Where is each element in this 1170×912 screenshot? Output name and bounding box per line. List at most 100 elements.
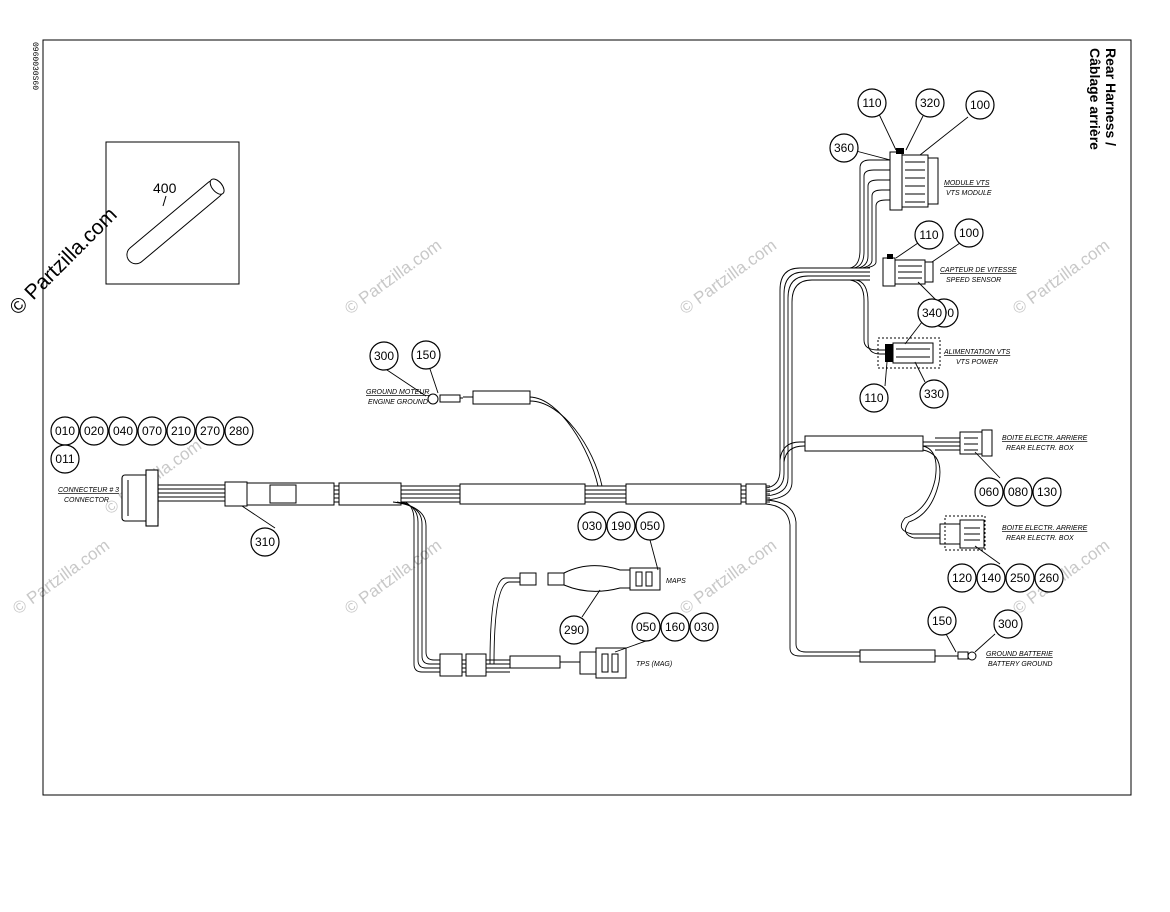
right-branch — [765, 159, 977, 663]
callout-210: 210 — [166, 416, 196, 446]
callout-190: 190 — [606, 511, 636, 541]
tps-sleeve — [509, 655, 561, 669]
svg-text:260: 260 — [1039, 571, 1059, 585]
callout-300-battery: 300 — [993, 609, 1023, 639]
watermark-1: © Partzilla.com — [341, 236, 445, 319]
svg-text:120: 120 — [952, 571, 972, 585]
connector-3 — [121, 469, 159, 527]
vts-power-connector — [877, 337, 941, 369]
svg-text:110: 110 — [864, 391, 883, 405]
svg-text:360: 360 — [834, 141, 854, 155]
svg-text:130: 130 — [1037, 485, 1057, 499]
svg-text:010: 010 — [55, 424, 75, 438]
callout-030-tps: 030 — [689, 612, 719, 642]
callout-050-tps: 050 — [631, 612, 661, 642]
callout-140: 140 — [976, 563, 1006, 593]
label-vts-power-en: VTS POWER — [956, 359, 998, 366]
label-engine-ground-en: ENGINE GROUND — [368, 399, 428, 406]
callout-110-speed: 110 — [914, 220, 944, 250]
callout-070: 070 — [137, 416, 167, 446]
label-engine-ground-fr: GROUND MOTEUR — [366, 389, 429, 396]
svg-text:330: 330 — [924, 387, 944, 401]
trunk-sleeve-3 — [459, 483, 586, 505]
svg-text:040: 040 — [113, 424, 133, 438]
callout-130: 130 — [1032, 477, 1062, 507]
svg-text:080: 080 — [1008, 485, 1028, 499]
label-rear-box-1-fr: BOITE ELECTR. ARRIERE — [1002, 435, 1088, 442]
callout-160: 160 — [660, 612, 690, 642]
callout-011: 011 — [50, 444, 80, 474]
title-line-2: Câblage arrière — [1087, 48, 1103, 150]
callout-100-speed: 100 — [954, 218, 984, 248]
svg-text:160: 160 — [665, 620, 685, 634]
rear-box-sleeve — [804, 435, 924, 452]
watermark-2: © Partzilla.com — [676, 236, 780, 319]
vts-module-connectors — [889, 148, 939, 211]
title-line-1: Rear Harness / — [1103, 48, 1119, 146]
callout-030-maps: 030 — [577, 511, 607, 541]
svg-text:030: 030 — [582, 519, 602, 533]
watermark-5: © Partzilla.com — [676, 536, 780, 619]
callout-320: 320 — [915, 88, 945, 118]
label-rear-box-1-en: REAR ELECTR. BOX — [1006, 445, 1074, 452]
clip-310 — [224, 481, 248, 507]
callouts: 010 020 040 070 210 270 280 011 310 300 … — [50, 88, 1064, 645]
svg-text:050: 050 — [640, 519, 660, 533]
svg-text:300: 300 — [374, 349, 394, 363]
svg-text:140: 140 — [981, 571, 1001, 585]
callout-340: 340 — [917, 298, 947, 328]
callout-150-battery: 150 — [927, 606, 957, 636]
label-vts-module-fr: MODULE VTS — [944, 180, 990, 187]
drawing-frame — [42, 39, 1132, 796]
svg-text:100: 100 — [959, 226, 979, 240]
svg-text:070: 070 — [142, 424, 162, 438]
svg-text:270: 270 — [200, 424, 220, 438]
svg-text:210: 210 — [171, 424, 191, 438]
label-connector-fr: CONNECTEUR # 3 — [58, 487, 119, 494]
label-tps: TPS (MAG) — [636, 661, 672, 668]
svg-text:300: 300 — [998, 617, 1018, 631]
title-block: Rear Harness / Câblage arrière — [1087, 48, 1119, 150]
svg-text:150: 150 — [416, 348, 436, 362]
svg-text:310: 310 — [255, 535, 275, 549]
label-maps: MAPS — [666, 578, 686, 585]
trunk-sleeve-5 — [745, 483, 767, 505]
svg-text:030: 030 — [694, 620, 714, 634]
label-battery-ground-fr: GROUND BATTERIE — [986, 651, 1053, 658]
callout-010: 010 — [50, 416, 80, 446]
callout-100-module: 100 — [965, 90, 995, 120]
svg-text:250: 250 — [1010, 571, 1030, 585]
callout-250: 250 — [1005, 563, 1035, 593]
speed-sensor-connector — [882, 254, 934, 287]
watermark-main: © Partzilla.com — [5, 203, 121, 319]
callout-040: 040 — [108, 416, 138, 446]
label-battery-ground-en: BATTERY GROUND — [988, 661, 1052, 668]
callout-290: 290 — [559, 615, 589, 645]
callout-110-power: 110 — [859, 383, 889, 413]
callout-110-module: 110 — [857, 88, 887, 118]
svg-text:060: 060 — [979, 485, 999, 499]
label-connector-en: CONNECTOR — [64, 497, 109, 504]
tps-connector — [579, 647, 627, 679]
callout-020: 020 — [79, 416, 109, 446]
svg-text:020: 020 — [84, 424, 104, 438]
svg-text:011: 011 — [55, 452, 74, 466]
callout-280: 280 — [224, 416, 254, 446]
callout-150-engine: 150 — [411, 340, 441, 370]
engine-ground-branch — [427, 390, 603, 487]
svg-text:340: 340 — [922, 306, 942, 320]
svg-text:190: 190 — [611, 519, 631, 533]
svg-text:320: 320 — [920, 96, 940, 110]
sensor-branch — [392, 501, 580, 677]
maps-connector — [563, 565, 661, 592]
svg-text:110: 110 — [919, 228, 938, 242]
callout-050-maps: 050 — [635, 511, 665, 541]
svg-text:290: 290 — [564, 623, 584, 637]
rear-box-1-connector — [959, 429, 993, 457]
watermark-7: © Partzilla.com — [9, 536, 113, 619]
svg-text:050: 050 — [636, 620, 656, 634]
inset-part-number: 400 — [153, 180, 177, 196]
label-vts-power-fr: ALIMENTATION VTS — [943, 349, 1011, 356]
watermark-3: © Partzilla.com — [1009, 236, 1113, 319]
inset-box: 400 — [105, 141, 240, 285]
